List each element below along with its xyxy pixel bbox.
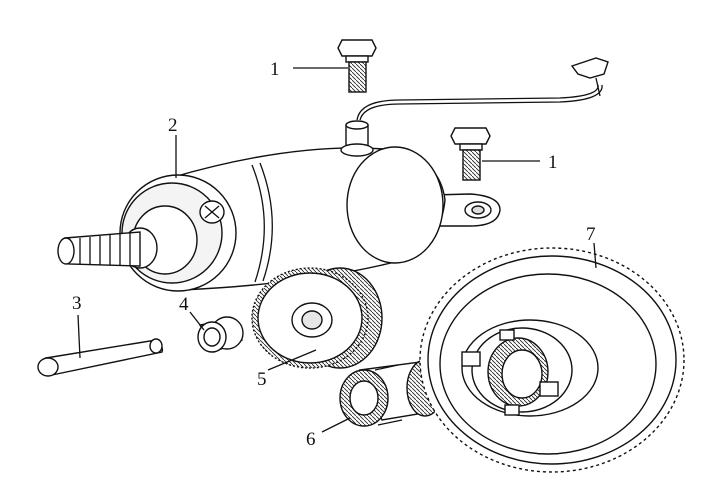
callout-bolt-top: 1 <box>270 59 280 80</box>
bolt-right-part <box>450 127 491 181</box>
callout-bearing: 6 <box>306 429 316 450</box>
callout-starter-clutch-gear: 7 <box>586 224 596 245</box>
bushing-part <box>197 316 244 353</box>
bolt-top-part <box>337 39 377 93</box>
starter-clutch-gear-part <box>419 247 685 473</box>
leader-lines <box>77 67 597 433</box>
callout-idler-gear: 5 <box>257 369 267 390</box>
callout-bolt-right: 1 <box>548 152 558 173</box>
callout-pin: 3 <box>72 293 82 314</box>
callout-bushing: 4 <box>179 294 189 315</box>
idler-gear-part <box>251 267 383 369</box>
callout-starter-motor: 2 <box>168 115 178 136</box>
pin-part <box>37 338 164 377</box>
